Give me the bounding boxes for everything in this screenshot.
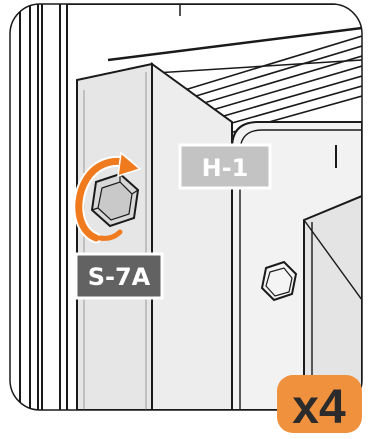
quantity-text: x4 bbox=[292, 381, 346, 434]
screw-label: S-7A bbox=[76, 254, 162, 298]
part-label: H-1 bbox=[180, 145, 270, 188]
screw-label-text: S-7A bbox=[88, 263, 151, 291]
drawing-area bbox=[10, 4, 362, 410]
hex-bolt-icon bbox=[262, 262, 296, 300]
part-label-text: H-1 bbox=[202, 154, 249, 182]
quantity-badge: x4 bbox=[277, 375, 362, 434]
